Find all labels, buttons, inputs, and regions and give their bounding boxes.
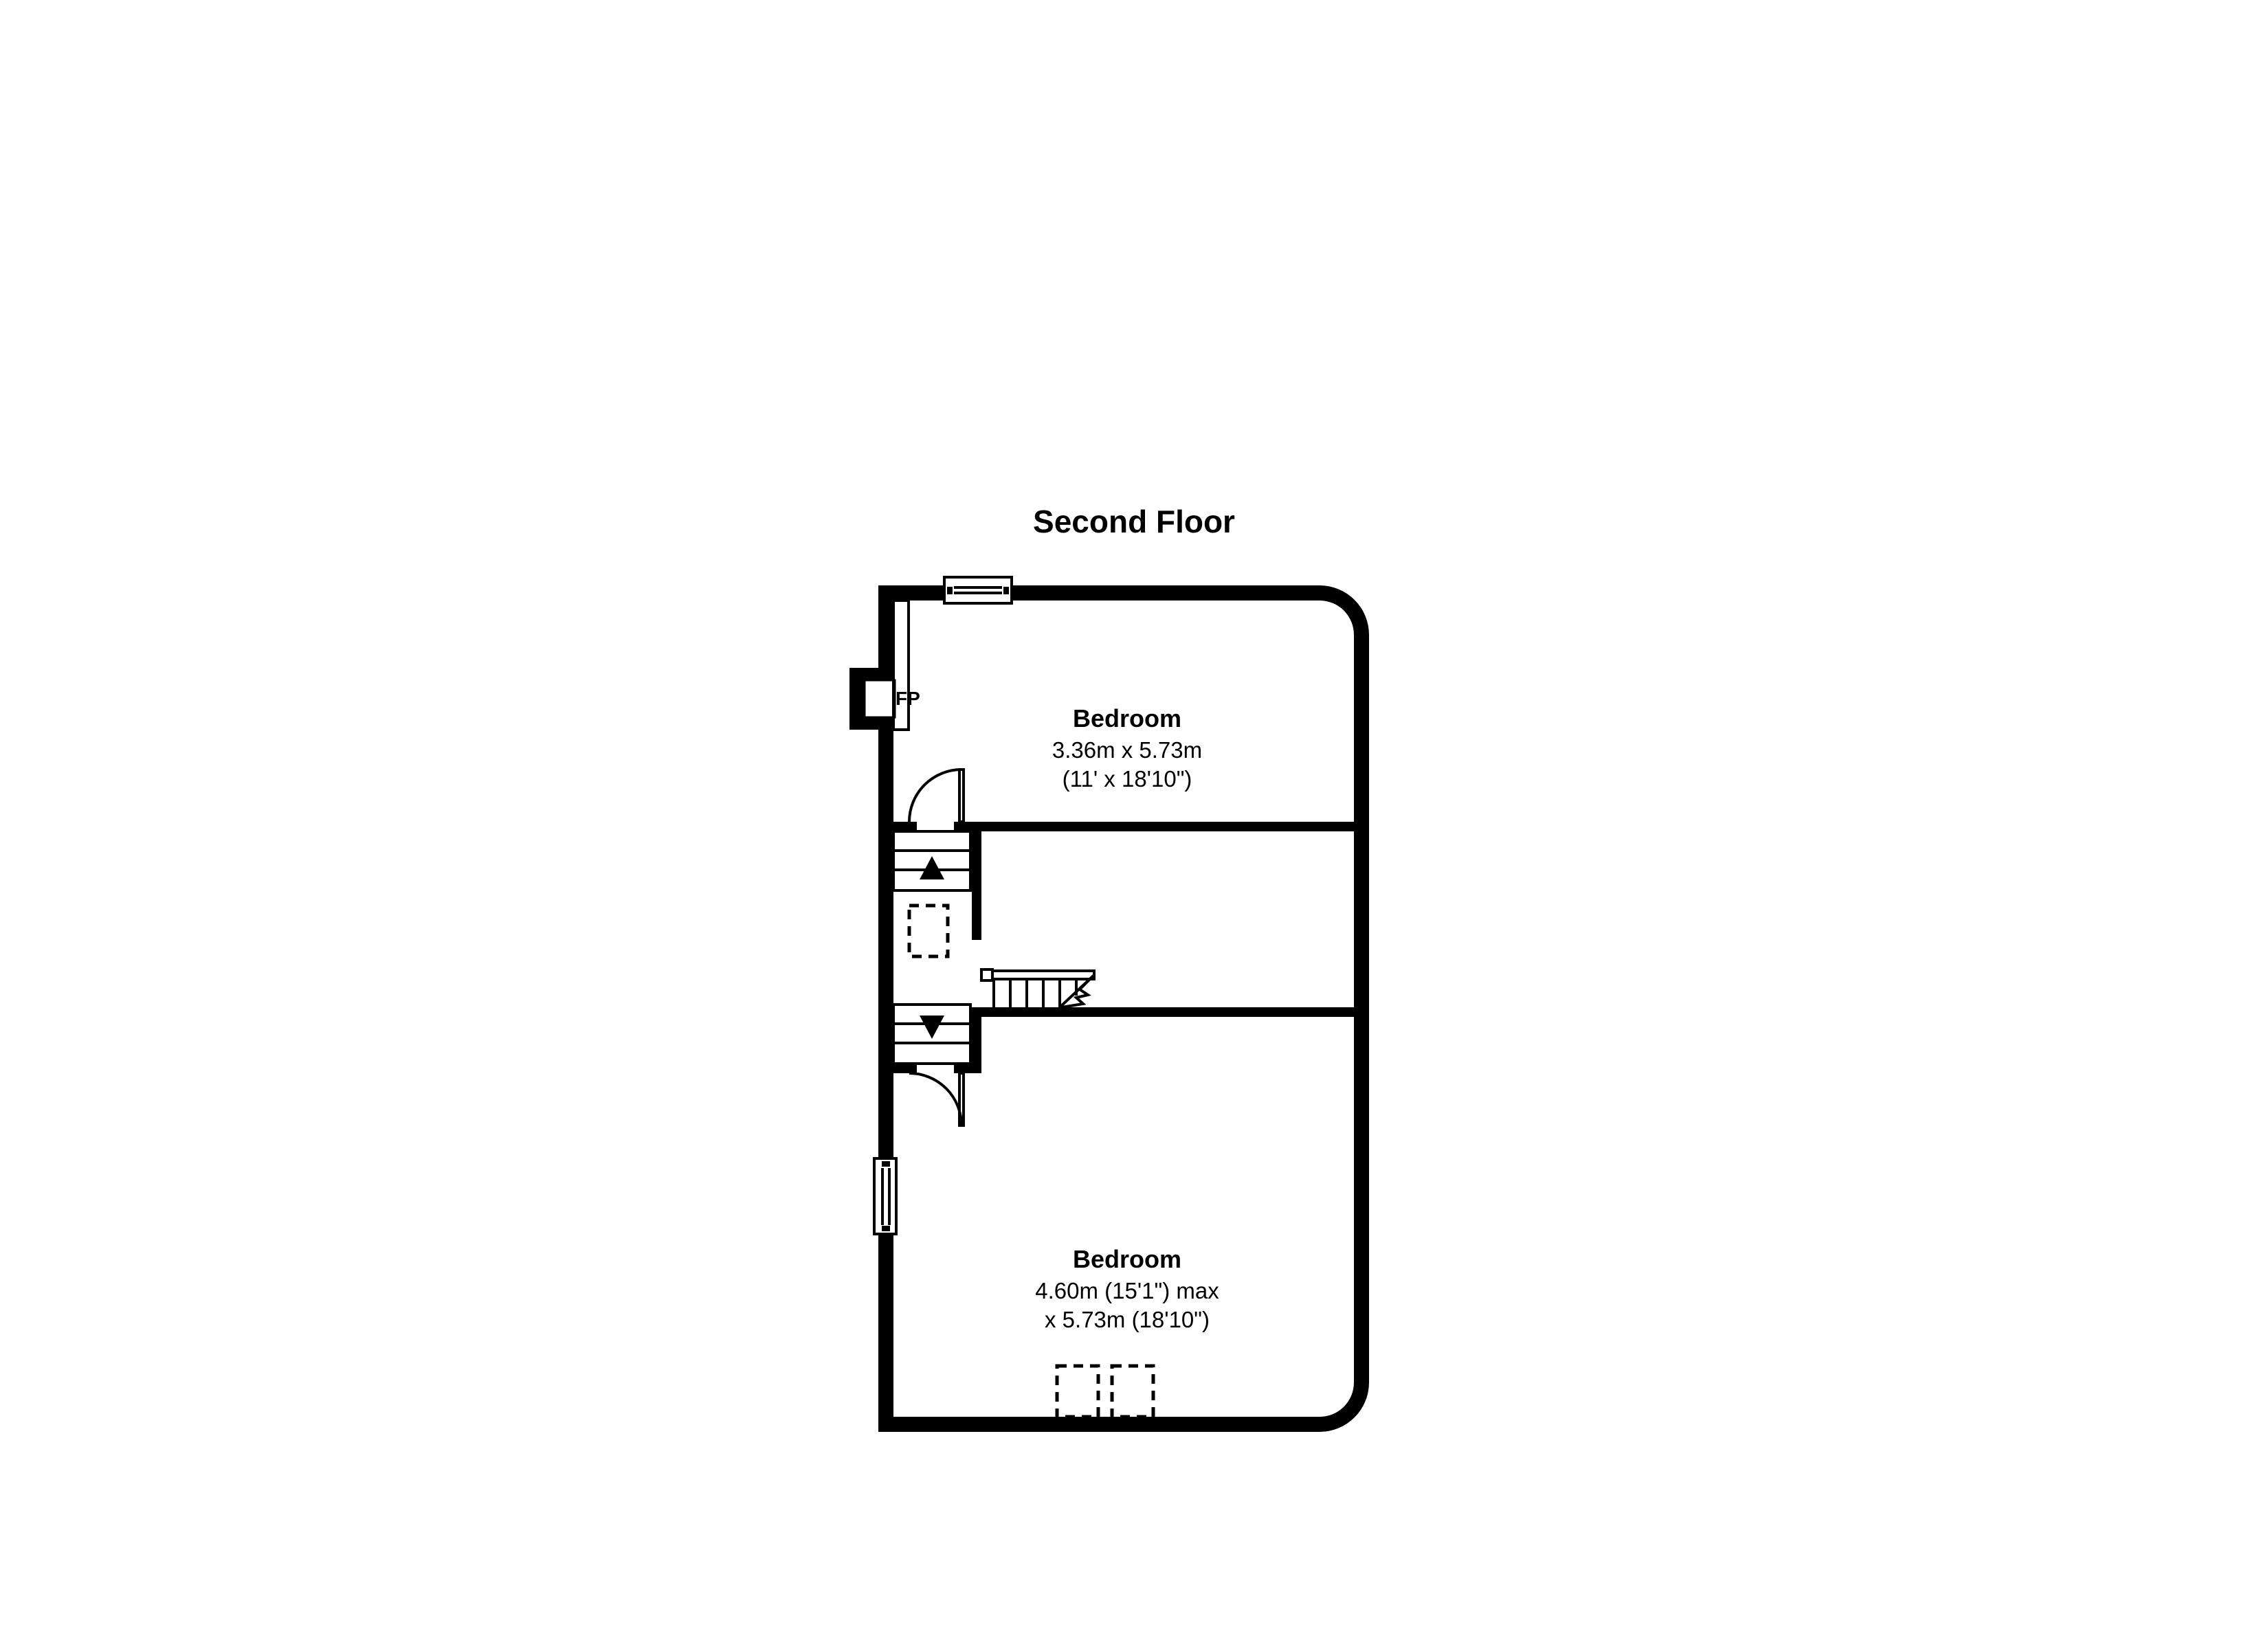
chimney-breast-bottom (849, 717, 895, 730)
wall-lower-bedroom-divider-right (972, 1007, 1354, 1017)
wall-landing-partition-upper (972, 822, 981, 940)
landing-hatch-outline (907, 904, 950, 958)
room-label-bedroom-2: Bedroom 4.60m (15'1") max x 5.73m (18'10… (1035, 1245, 1219, 1332)
window-jamb-left-top (947, 587, 953, 594)
room-1-dim-metric: 3.36m x 5.73m (1052, 737, 1202, 763)
room-2-name: Bedroom (1073, 1245, 1181, 1273)
room-label-bedroom-1: Bedroom 3.36m x 5.73m (11' x 18'10") (1052, 704, 1202, 792)
door-jamb-right-lower (954, 1064, 963, 1073)
wall-landing-partition-lower (972, 1007, 981, 1073)
outer-walls (849, 585, 1369, 1432)
window-frame-left (873, 1157, 898, 1235)
chimney-alcove-recess (892, 599, 910, 731)
window-frame-top (943, 576, 1013, 605)
window-jamb-top-left (882, 1161, 890, 1167)
stair-break-line (1061, 974, 1096, 1009)
fireplace-opening (863, 679, 896, 719)
window-jamb-bottom-left (882, 1226, 890, 1231)
room-2-dim-imperial: x 5.73m (18'10") (1045, 1307, 1210, 1332)
stair-newel-post (980, 968, 994, 982)
stair-down-box (892, 1003, 972, 1065)
bottom-recess-left-outline (1055, 1364, 1100, 1419)
stair-up-arrow-icon (920, 856, 944, 879)
door-swing-arc-upper (908, 768, 962, 822)
page-title: Second Floor (1033, 504, 1235, 539)
winder-staircase (980, 968, 1096, 1009)
upper-bedroom-door (908, 768, 965, 833)
window-jamb-right-top (1003, 587, 1009, 594)
left-wall-window (873, 1157, 898, 1235)
wall-upper-bedroom-divider (878, 822, 1354, 831)
room-2-dim-metric: 4.60m (15'1") max (1035, 1278, 1219, 1303)
top-wall-window (943, 576, 1013, 605)
door-jamb-left-upper (908, 822, 917, 831)
bottom-recess-right-outline (1110, 1364, 1155, 1419)
door-jamb-right-upper (954, 822, 963, 831)
door-opening-upper (908, 820, 963, 833)
door-jamb-left-lower (908, 1064, 917, 1073)
alcove-outline (892, 599, 910, 731)
lower-bedroom-door (908, 1062, 965, 1127)
room-1-name: Bedroom (1073, 704, 1181, 732)
stair-up-box (892, 830, 972, 892)
chimney-breast-top (849, 668, 895, 680)
room-1-dim-imperial: (11' x 18'10") (1063, 766, 1192, 792)
door-swing-arc-lower (909, 1072, 963, 1126)
stair-down-arrow-icon (920, 1016, 944, 1039)
stair-handrail (991, 969, 1096, 980)
door-opening-lower (908, 1062, 963, 1075)
